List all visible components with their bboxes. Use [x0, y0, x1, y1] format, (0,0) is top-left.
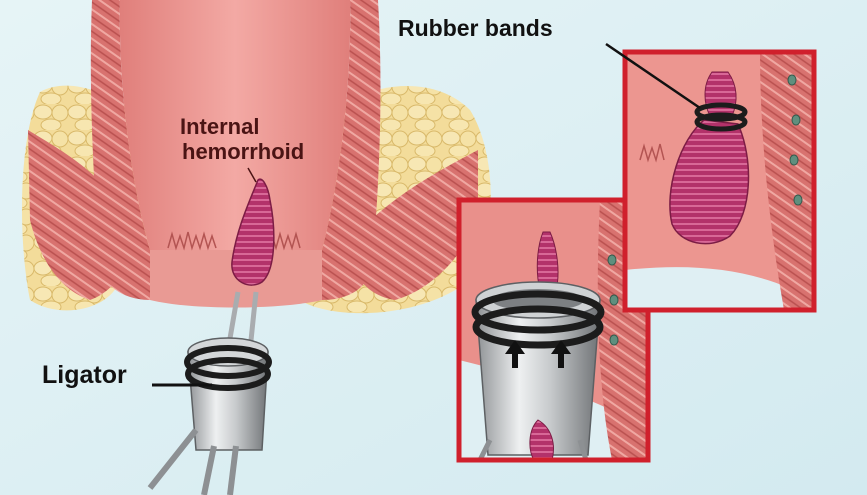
inset-band-placement — [459, 200, 648, 460]
rubber-bands-label: Rubber bands — [398, 16, 553, 42]
inset-banded-hemorrhoid — [625, 52, 814, 310]
internal-hemorrhoid-label: Internal hemorrhoid — [180, 115, 304, 164]
internal-hemorrhoid-label-line2: hemorrhoid — [182, 140, 304, 165]
ligator-label: Ligator — [42, 361, 127, 389]
internal-hemorrhoid-label-line1: Internal — [180, 115, 304, 140]
